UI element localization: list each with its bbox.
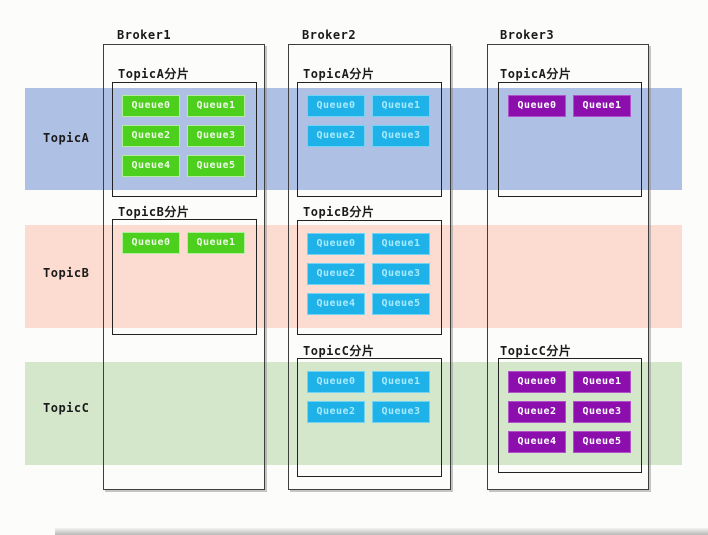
- queue-chip: Queue3: [573, 401, 631, 423]
- queue-chip: Queue2: [122, 125, 180, 147]
- queue-chip: Queue0: [508, 95, 566, 117]
- queue-chip: Queue2: [307, 401, 365, 423]
- queue-chip: Queue0: [122, 95, 180, 117]
- queue-chip: Queue3: [187, 125, 245, 147]
- broker1-topicA-shard-label: TopicA分片: [118, 67, 190, 81]
- queue-chip: Queue1: [372, 371, 430, 393]
- broker1-box: [103, 44, 265, 490]
- queue-chip: Queue1: [573, 371, 631, 393]
- queue-chip: Queue1: [187, 232, 245, 254]
- queue-chip: Queue4: [122, 155, 180, 177]
- queue-chip: Queue0: [307, 371, 365, 393]
- queue-chip: Queue0: [508, 371, 566, 393]
- broker2-box: [288, 44, 451, 490]
- broker2-label: Broker2: [302, 28, 357, 42]
- queue-chip: Queue1: [187, 95, 245, 117]
- queue-chip: Queue0: [122, 232, 180, 254]
- broker3-topicC-shard-box: Queue0 Queue1 Queue2 Queue3 Queue4 Queue…: [498, 358, 642, 473]
- queue-chip: Queue1: [372, 233, 430, 255]
- queue-chip: Queue0: [307, 95, 365, 117]
- broker3-topicA-shard-box: Queue0 Queue1: [498, 82, 642, 197]
- topic-band-label-c: TopicC: [43, 401, 90, 415]
- topic-band-label-b: TopicB: [43, 266, 90, 280]
- broker1-topicB-shard-box: Queue0 Queue1: [112, 219, 257, 335]
- queue-chip: Queue3: [372, 263, 430, 285]
- queue-chip: Queue0: [307, 233, 365, 255]
- broker2-topicA-shard-box: Queue0 Queue1 Queue2 Queue3: [297, 82, 442, 197]
- queue-chip: Queue3: [372, 401, 430, 423]
- bottom-edge-shadow: [55, 528, 708, 535]
- broker1-topicA-shard-box: Queue0 Queue1 Queue2 Queue3 Queue4 Queue…: [112, 82, 257, 197]
- queue-chip: Queue3: [372, 125, 430, 147]
- broker2-topicB-shard-label: TopicB分片: [303, 205, 375, 219]
- queue-chip: Queue1: [573, 95, 631, 117]
- queue-chip: Queue2: [307, 125, 365, 147]
- queue-chip: Queue1: [372, 95, 430, 117]
- broker2-topicC-shard-label: TopicC分片: [303, 344, 375, 358]
- queue-chip: Queue5: [573, 431, 631, 453]
- broker2-topicA-shard-label: TopicA分片: [303, 67, 375, 81]
- broker3-box: [487, 44, 649, 490]
- queue-chip: Queue5: [372, 293, 430, 315]
- queue-chip: Queue4: [307, 293, 365, 315]
- broker1-topicB-shard-label: TopicB分片: [118, 205, 190, 219]
- broker2-topicB-shard-box: Queue0 Queue1 Queue2 Queue3 Queue4 Queue…: [297, 220, 442, 335]
- broker3-topicA-shard-label: TopicA分片: [500, 67, 572, 81]
- queue-chip: Queue4: [508, 431, 566, 453]
- queue-chip: Queue2: [508, 401, 566, 423]
- broker3-label: Broker3: [500, 28, 555, 42]
- broker3-topicC-shard-label: TopicC分片: [500, 344, 572, 358]
- topic-band-label-a: TopicA: [43, 131, 90, 145]
- queue-chip: Queue2: [307, 263, 365, 285]
- broker1-label: Broker1: [117, 28, 172, 42]
- queue-chip: Queue5: [187, 155, 245, 177]
- broker2-topicC-shard-box: Queue0 Queue1 Queue2 Queue3: [297, 358, 442, 477]
